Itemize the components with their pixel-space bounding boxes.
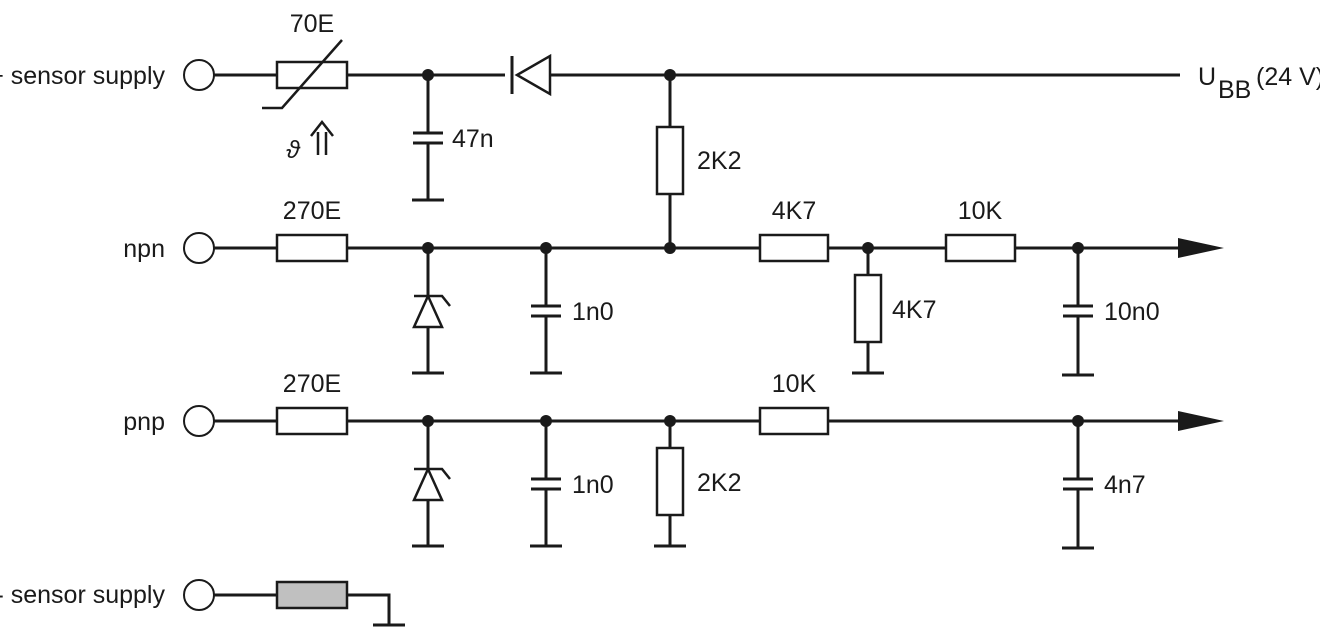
resistor-2k2-pullup: 2K2 — [655, 75, 741, 248]
label-pnp: pnp — [123, 408, 165, 436]
terminal-pnp — [183, 405, 215, 437]
resistor-10k-npn-label: 10K — [958, 197, 1003, 225]
resistor-270e-pnp: 270E — [275, 370, 349, 436]
capacitor-1n0-pnp: 1n0 — [530, 421, 614, 548]
capacitor-10n0-npn-label: 10n0 — [1104, 298, 1160, 326]
output-arrow-npn-icon — [1178, 238, 1224, 258]
output-arrow-pnp-icon — [1178, 411, 1224, 431]
supply-value-label: (24 V) — [1256, 63, 1320, 91]
resistor-4k7-npn-series: 4K7 — [758, 197, 830, 263]
label-sensor-supply-plus: + sensor supply — [0, 62, 165, 90]
capacitor-1n0-npn-label: 1n0 — [572, 298, 614, 326]
resistor-10k-npn: 10K — [944, 197, 1017, 263]
zener-diode-pnp — [412, 421, 451, 548]
supply-u-label: U — [1198, 63, 1216, 91]
zener-diode-npn — [412, 248, 451, 375]
capacitor-4n7-pnp-label: 4n7 — [1104, 471, 1146, 499]
resistor-270e-npn-label: 270E — [283, 197, 341, 225]
supply-voltage-label: U BB (24 V) — [1198, 63, 1320, 104]
fuse-block — [275, 580, 349, 610]
theta-symbol: ϑ — [286, 136, 301, 164]
ptc-thermistor: 70E ϑ — [262, 10, 349, 164]
resistor-4k7-npn-series-label: 4K7 — [772, 197, 816, 225]
resistor-4k7-npn-shunt: 4K7 — [852, 248, 936, 375]
capacitor-1n0-pnp-label: 1n0 — [572, 471, 614, 499]
resistor-10k-pnp: 10K — [758, 370, 830, 436]
terminal-sensor-supply-plus — [183, 59, 215, 91]
ground-line — [214, 580, 405, 627]
supply-subscript-label: BB — [1218, 76, 1251, 104]
resistor-2k2-pulldown-label: 2K2 — [697, 469, 741, 497]
resistor-270e-pnp-label: 270E — [283, 370, 341, 398]
ptc-value-label: 70E — [290, 10, 334, 38]
capacitor-47n: 47n — [412, 75, 494, 202]
diode-series — [510, 53, 552, 97]
resistor-4k7-npn-shunt-label: 4K7 — [892, 296, 936, 324]
resistor-2k2-pullup-label: 2K2 — [697, 147, 741, 175]
label-sensor-supply-minus: - sensor supply — [0, 581, 165, 609]
junction-dot — [664, 242, 676, 254]
terminal-npn — [183, 232, 215, 264]
capacitor-4n7-pnp: 4n7 — [1062, 421, 1146, 550]
terminal-sensor-supply-minus — [183, 579, 215, 611]
double-arrow-up-icon — [310, 119, 334, 155]
label-npn: npn — [123, 235, 165, 263]
capacitor-47n-label: 47n — [452, 125, 494, 153]
resistor-10k-pnp-label: 10K — [772, 370, 817, 398]
resistor-2k2-pulldown: 2K2 — [654, 421, 741, 548]
capacitor-1n0-npn: 1n0 — [530, 248, 614, 375]
capacitor-10n0-npn: 10n0 — [1062, 248, 1160, 377]
resistor-270e-npn: 270E — [275, 197, 349, 263]
